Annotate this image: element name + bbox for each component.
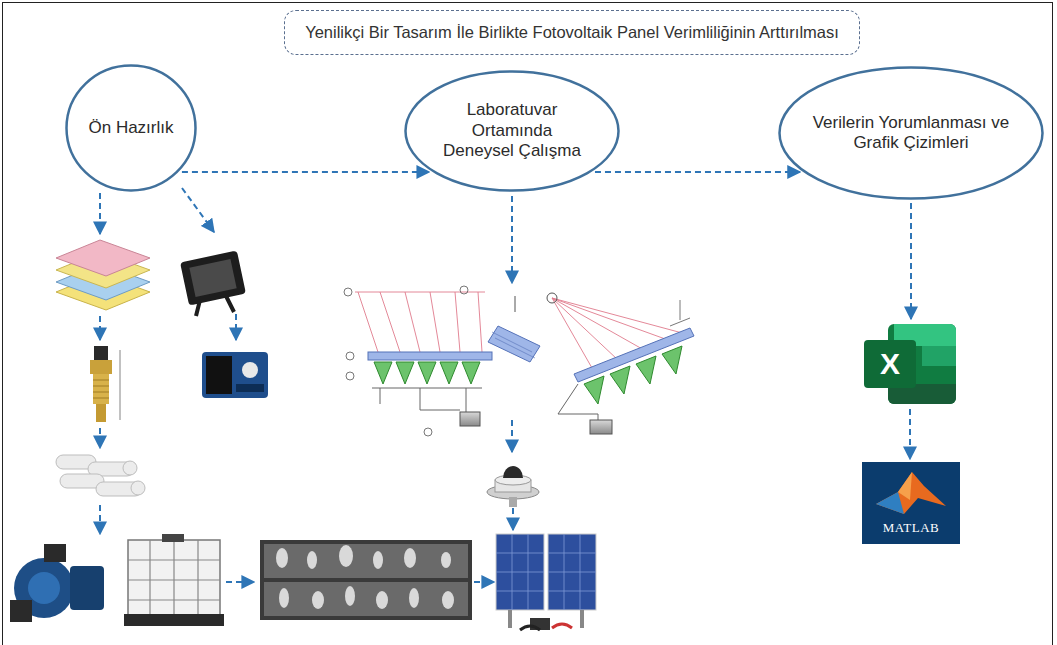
thermal-image-strip: [260, 540, 472, 620]
matlab-icon: MATLAB: [862, 462, 960, 544]
process-ellipse: Verilerin Yorumlanması ve Grafik Çizimle…: [778, 66, 1044, 200]
excel-outline: [862, 322, 958, 406]
dashed-connector: [909, 409, 911, 459]
step-label: Verilerin Yorumlanması ve Grafik Çizimle…: [811, 113, 1011, 154]
title-box: Yenilikçi Bir Tasarım İle Birlikte Fotov…: [284, 10, 860, 55]
pvc-pipes: [56, 455, 145, 496]
step-label: Ön Hazırlık: [88, 118, 173, 138]
schematic-middle: [488, 296, 540, 362]
dashed-connector: [182, 171, 429, 173]
schematic-left: [344, 286, 492, 436]
process-ellipse: Ön Hazırlık: [65, 64, 197, 192]
ibc-tank: [124, 534, 224, 626]
pyranometer: [487, 466, 539, 507]
dashed-connector: [910, 203, 912, 319]
floodlight: [180, 250, 246, 316]
process-ellipse: Laboratuvar Ortamında Deneysel Çalışma: [404, 70, 620, 192]
dashed-connector: [595, 171, 800, 173]
icon-label: X: [880, 346, 900, 382]
dimmer-module: [202, 352, 268, 398]
excel-icon: X: [862, 322, 958, 406]
step-label: Laboratuvar Ortamında Deneysel Çalışma: [437, 100, 587, 161]
icon-label: MATLAB: [883, 520, 939, 536]
brass-nozzle: [90, 346, 120, 422]
colored-sheets: [56, 240, 150, 310]
schematic-right: [547, 293, 694, 434]
solar-panels: [496, 534, 596, 630]
dashed-arrows: [100, 188, 513, 582]
circulation-pump: [10, 544, 104, 622]
